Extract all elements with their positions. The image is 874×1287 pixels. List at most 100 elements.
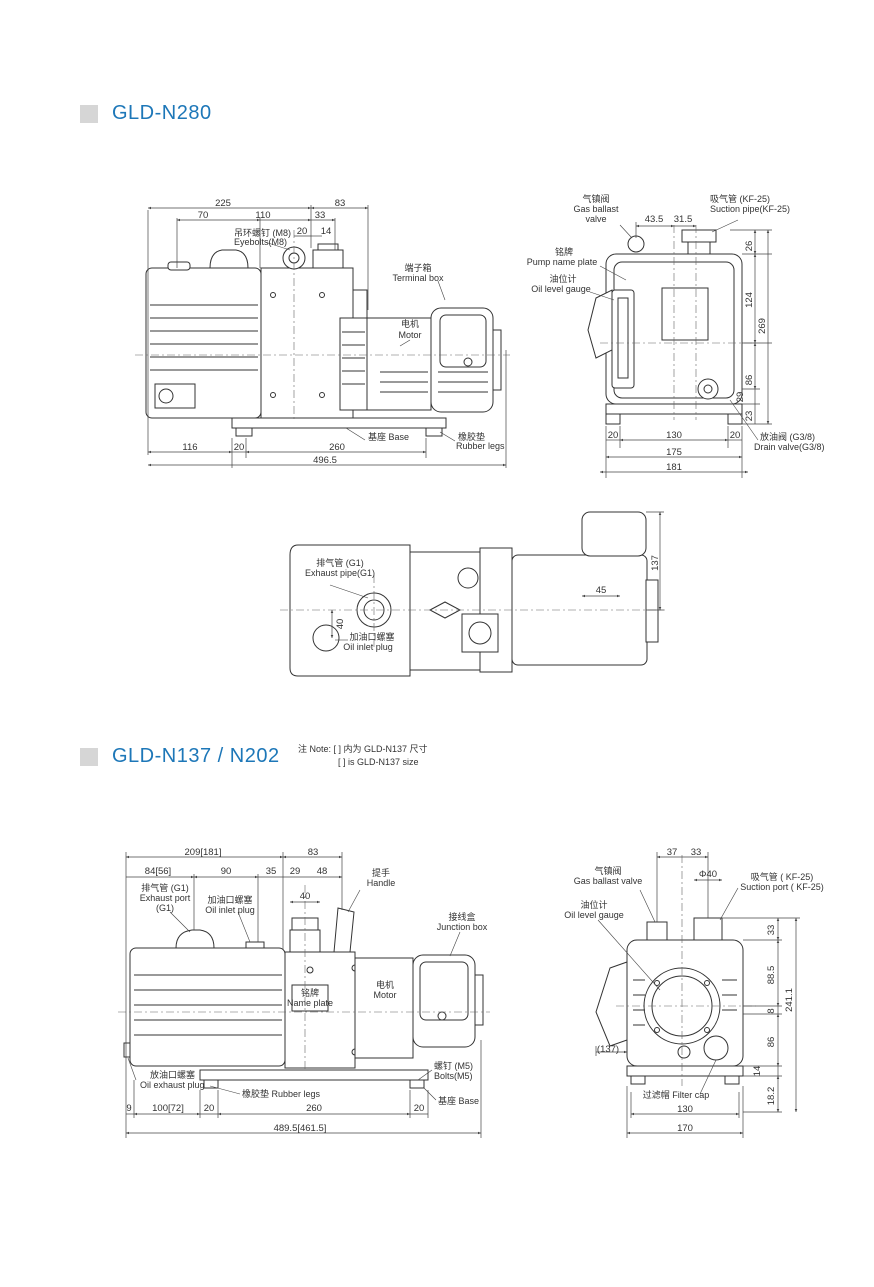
dim-124: 124 xyxy=(744,292,755,308)
dim-116: 116 xyxy=(182,442,197,453)
dim-26: 26 xyxy=(744,241,755,252)
gas-ballast-en1: Gas ballast xyxy=(573,204,619,214)
dim-33: 33 xyxy=(315,210,326,221)
note-line-2: [ ] is GLD-N137 size xyxy=(338,757,419,767)
exhaust-port-en1: Exhaust port xyxy=(140,893,191,903)
gas-ballast-en2: valve xyxy=(585,214,606,224)
suction-port-cn: 吸气管 ( KF-25) xyxy=(751,871,814,882)
dim-40-top: 40 xyxy=(335,619,346,630)
dim-20a-s2: 20 xyxy=(204,1103,215,1114)
section2-marker xyxy=(80,747,98,766)
dim-137-top: 137 xyxy=(650,555,661,571)
name-plate-cn: 铭牌 xyxy=(301,987,319,998)
base-s2: 基座 Base xyxy=(438,1095,479,1106)
dim-20-front-a: 20 xyxy=(608,430,619,441)
section1-title: GLD-N280 xyxy=(112,102,212,124)
dim-110: 110 xyxy=(255,210,270,221)
size-note: 注 Note: [ ] 内为 GLD-N137 尺寸 [ ] is GLD-N1… xyxy=(298,743,428,769)
section1-header: GLD-N280 xyxy=(80,102,212,125)
dim-260-s2: 260 xyxy=(306,1103,322,1114)
base-label: 基座 Base xyxy=(368,431,409,442)
dim-209: 209[181] xyxy=(185,847,222,858)
drain-en: Drain valve(G3/8) xyxy=(754,442,825,452)
legs-label-en: Rubber legs xyxy=(456,441,505,451)
n137-front-view: 37 33 Φ40 气镇阀 Gas ballast valve 吸气管 ( KF… xyxy=(564,847,824,1138)
dim-33-v: 33 xyxy=(766,925,777,936)
dim-269: 269 xyxy=(757,318,768,334)
junction-box-cn: 接线盒 xyxy=(448,911,475,922)
n137-side-view: 209[181] 83 84[56] 90 35 29 48 40 排气管 (G… xyxy=(118,847,490,1138)
motor-label-cn: 电机 xyxy=(401,318,419,329)
terminal-label-cn: 端子箱 xyxy=(404,262,431,273)
dim-35: 35 xyxy=(266,866,277,877)
dim-241-1: 241.1 xyxy=(784,988,795,1012)
n280-front-view: 气镇阀 Gas ballast valve 吸气管 (KF-25) Suctio… xyxy=(527,193,825,478)
bolts-en: Bolts(M5) xyxy=(434,1071,473,1081)
dim-90: 90 xyxy=(221,866,232,877)
dim-20: 20 xyxy=(297,226,308,237)
dim-29: 29 xyxy=(735,392,746,403)
name-plate-en: Name plate xyxy=(287,998,333,1008)
exhaust-pipe-en: Exhaust pipe(G1) xyxy=(305,568,375,578)
oil-inlet-en: Oil inlet plug xyxy=(343,642,393,652)
motor-cn-s2: 电机 xyxy=(376,979,394,990)
eyebolts-label-cn: 吊环螺钉 (M8) xyxy=(234,228,291,238)
exhaust-pipe-cn: 排气管 (G1) xyxy=(316,557,364,568)
dim-83: 83 xyxy=(335,198,346,209)
gas-ballast-s2-en: Gas ballast valve xyxy=(574,876,643,886)
terminal-label-en: Terminal box xyxy=(392,273,444,283)
dim-20b-s2: 20 xyxy=(414,1103,425,1114)
dim-130-s2: 130 xyxy=(677,1104,693,1115)
dim-23: 23 xyxy=(744,411,755,422)
dim-14-s2: 14 xyxy=(752,1066,763,1077)
dim-48: 48 xyxy=(317,866,328,877)
dim-43-5: 43.5 xyxy=(645,214,664,225)
oil-gauge-s2-en: Oil level gauge xyxy=(564,910,624,920)
dim-33-top: 33 xyxy=(691,847,702,858)
nameplate-cn: 铭牌 xyxy=(555,246,573,257)
gas-ballast-s2-cn: 气镇阀 xyxy=(594,865,621,876)
motor-label-en: Motor xyxy=(398,330,421,340)
drain-cn: 放油阀 (G3/8) xyxy=(760,431,815,442)
dim-8: 8 xyxy=(766,1008,777,1013)
suction-port-en: Suction port ( KF-25) xyxy=(740,882,824,892)
dim-170: 170 xyxy=(677,1123,693,1134)
motor-en-s2: Motor xyxy=(373,990,396,1000)
section2-header: GLD-N137 / N202 xyxy=(80,745,280,768)
eyebolts-label-en: Eyebolts(M8) xyxy=(234,237,287,247)
oil-exhaust-plug-en: Oil exhaust plug xyxy=(140,1080,205,1090)
rubber-legs-s2: 橡胶垫 Rubber legs xyxy=(242,1088,321,1099)
suction-en: Suction pipe(KF-25) xyxy=(710,204,790,214)
junction-box-en: Junction box xyxy=(437,922,488,932)
dim-phi40: Φ40 xyxy=(699,869,717,880)
dim-20-front-b: 20 xyxy=(730,430,741,441)
dim-181: 181 xyxy=(666,462,682,473)
dim-175: 175 xyxy=(666,447,682,458)
gas-ballast-cn: 气镇阀 xyxy=(582,193,609,204)
n280-side-view: 225 83 70 110 33 20 14 吊环螺钉 (M8) Eyebolt… xyxy=(135,198,510,468)
dim-225: 225 xyxy=(215,198,231,209)
oil-inlet-plug-en: Oil inlet plug xyxy=(205,905,255,915)
dim-20b: 20 xyxy=(234,442,245,453)
dim-88-5: 88.5 xyxy=(766,966,777,985)
handle-cn: 提手 xyxy=(372,867,390,878)
oil-inlet-plug-cn: 加油口螺塞 xyxy=(207,894,252,905)
dim-100: 100[72] xyxy=(152,1103,184,1114)
dim-45: 45 xyxy=(596,585,607,596)
suction-cn: 吸气管 (KF-25) xyxy=(710,193,770,204)
dim-18-2: 18.2 xyxy=(766,1087,777,1106)
dim-9: 9 xyxy=(126,1103,131,1114)
exhaust-port-en2: (G1) xyxy=(156,903,174,913)
oil-inlet-cn: 加油口螺塞 xyxy=(349,631,394,642)
dim-70: 70 xyxy=(198,210,209,221)
exhaust-port-cn: 排气管 (G1) xyxy=(141,882,189,893)
dim-496-5: 496.5 xyxy=(313,455,337,466)
dim-260: 260 xyxy=(329,442,345,453)
handle-en: Handle xyxy=(367,878,396,888)
section2-title: GLD-N137 / N202 xyxy=(112,745,280,767)
dim-37: 37 xyxy=(667,847,678,858)
filter-cap-label: 过滤帽 Filter cap xyxy=(643,1089,710,1100)
oil-gauge-cn: 油位计 xyxy=(549,273,576,284)
note-line-1: 注 Note: [ ] 内为 GLD-N137 尺寸 xyxy=(298,744,428,754)
